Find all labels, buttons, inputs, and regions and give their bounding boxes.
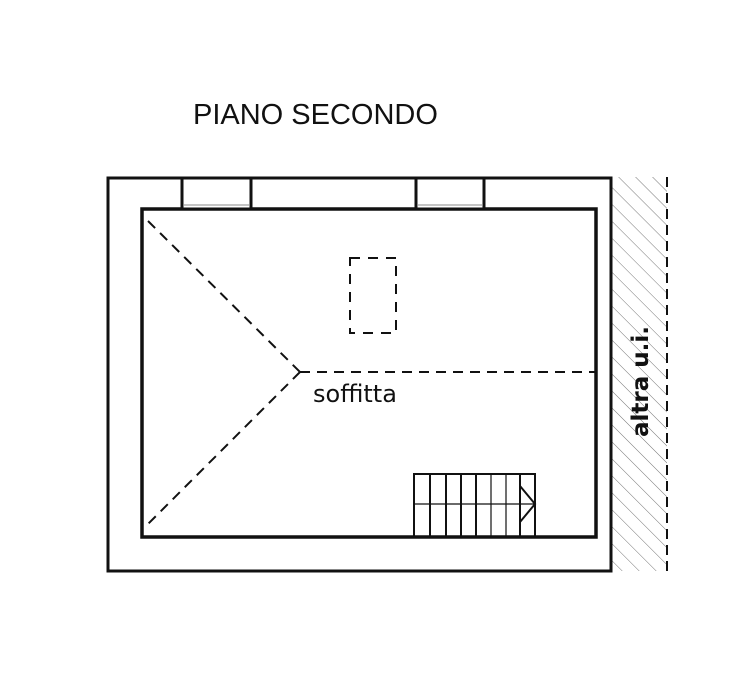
stair-direction-arrow-icon [519, 485, 537, 523]
skylight [349, 257, 397, 334]
window-right [414, 176, 486, 211]
staircase [413, 473, 537, 538]
window-left [180, 176, 253, 211]
outer-wall [106, 176, 613, 573]
plan-title: PIANO SECONDO [193, 99, 438, 131]
room-label-soffitta: soffitta [313, 380, 397, 408]
roof-ridge-lines [147, 220, 596, 525]
adjacent-unit-label: altra u.i. [628, 326, 654, 437]
adjacent-unit-hatch [611, 177, 667, 571]
